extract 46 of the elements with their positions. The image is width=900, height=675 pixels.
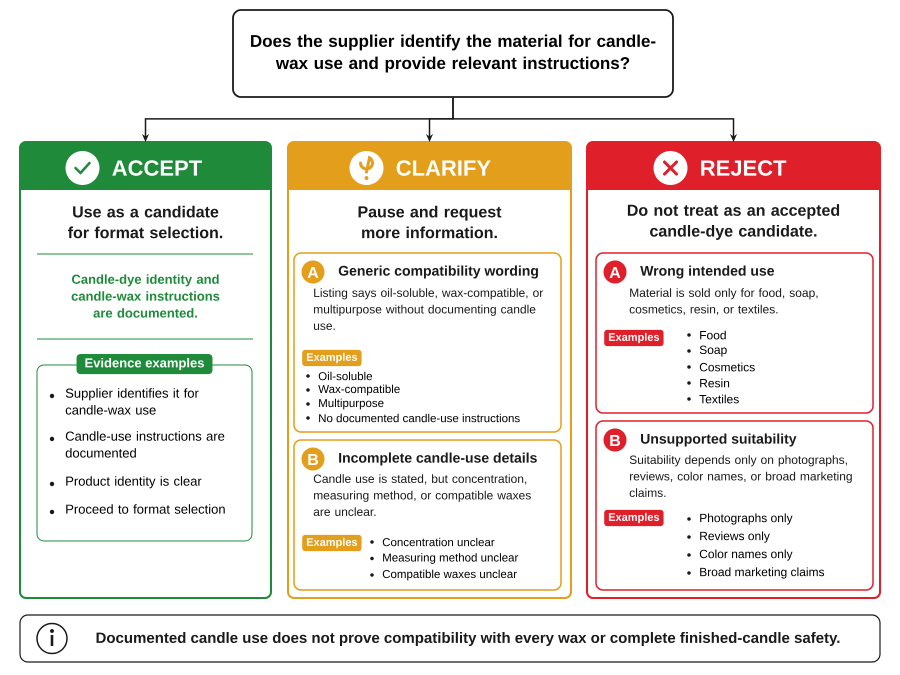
- list-item: Food: [687, 330, 726, 340]
- letter-badge: A: [302, 260, 324, 284]
- list-item: Proceed to format selection: [50, 504, 225, 514]
- question-box: Does the supplier identify the material for candle-wax use and provide relevant instructions?: [232, 9, 674, 98]
- note-text: Documented candle use does not prove compatibility with every wax or complete finished-candle safety.: [96, 632, 840, 646]
- list-item: Supplier identifies it for candle-wax use: [50, 388, 199, 415]
- reason-title: Unsupported suitability: [641, 433, 796, 447]
- letter-badge: A: [604, 260, 626, 284]
- list-item: Soap: [687, 346, 727, 356]
- panel-title: CLARIFY: [396, 160, 491, 176]
- list-item: Candle-use instructions are documented: [50, 431, 224, 458]
- panel-title: ACCEPT: [112, 160, 202, 176]
- reason-title: Generic compatibility wording: [338, 265, 538, 279]
- list-item: Concentration unclear: [370, 538, 494, 546]
- outcome-text: Pause and request more information.: [358, 206, 502, 238]
- examples-tag: Examples: [604, 510, 664, 526]
- outcome-text: Do not treat as an accepted candle-dye candidate.: [628, 204, 840, 240]
- list-item: Resin: [687, 378, 730, 388]
- list-item: Photographs only: [687, 513, 793, 525]
- description-text: Suitability depends only on photographs, reviews, color names, or broad marketing claims.: [630, 455, 852, 497]
- list-item: Oil-soluble: [306, 372, 372, 380]
- description-text: Material is sold only for food, soap, cosmetics, resin, or textiles.: [630, 288, 818, 315]
- letter-badge: B: [302, 448, 324, 470]
- description-text: Listing says oil-soluble, wax-compatible, or multipurpose without documenting candle use.: [314, 288, 544, 330]
- criteria-text: Candle-dye identity and candle-wax instructions are documented.: [72, 274, 220, 318]
- list-item: Product identity is clear: [50, 476, 202, 488]
- list-item: Reviews only: [687, 531, 770, 543]
- section-header: Evidence examples: [76, 354, 212, 374]
- list-item: Compatible waxes unclear: [370, 570, 517, 580]
- list-item: No documented candle-use instructions: [306, 414, 520, 422]
- list-item: Wax-compatible: [306, 384, 400, 396]
- reason-title: Incomplete candle-use details: [339, 452, 537, 466]
- list-item: Textiles: [687, 394, 739, 404]
- list-item: Multipurpose: [306, 398, 384, 410]
- outcome-text: Use as a candidate for format selection.: [68, 206, 222, 238]
- list-item: Cosmetics: [687, 362, 755, 372]
- panel-title: REJECT: [701, 160, 786, 176]
- examples-tag: Examples: [302, 350, 362, 366]
- reason-title: Wrong intended use: [640, 265, 774, 279]
- list-item: Color names only: [687, 549, 793, 561]
- list-item: Measuring method unclear: [370, 553, 518, 564]
- examples-tag: Examples: [604, 330, 664, 346]
- list-item: Broad marketing claims: [687, 567, 824, 579]
- description-text: Candle use is stated, but concentration, measuring method, or compatible waxes are unclear.: [314, 474, 531, 516]
- examples-tag: Examples: [302, 534, 362, 552]
- letter-badge: B: [604, 428, 626, 452]
